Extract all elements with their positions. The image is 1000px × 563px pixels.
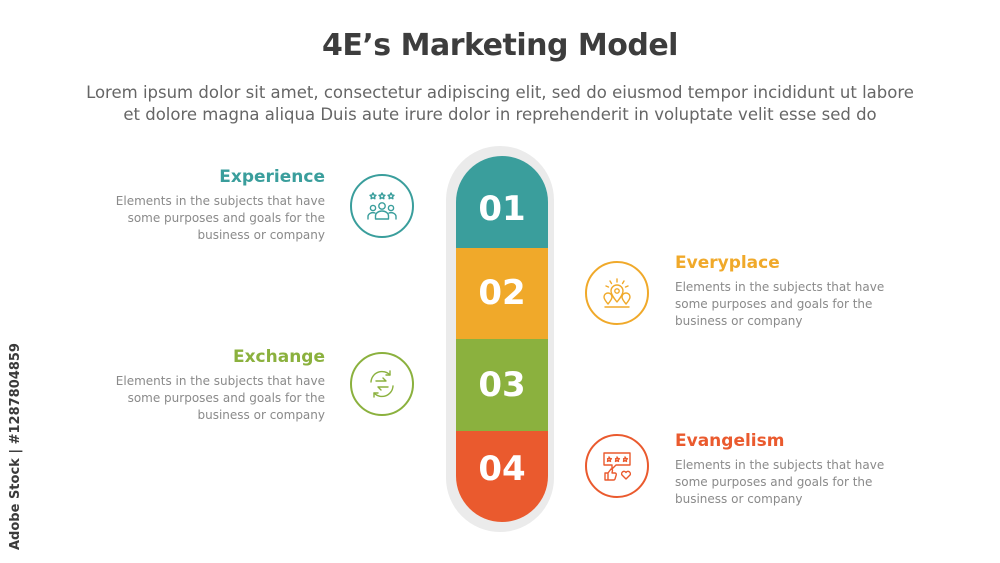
item-title: Experience <box>219 167 325 187</box>
segment-04: 04 <box>456 430 548 522</box>
numbered-pill: 01 02 03 04 <box>456 156 548 522</box>
desc-line: Elements in the subjects that have <box>675 280 885 294</box>
desc-line: business or company <box>675 492 803 506</box>
desc-line: some purposes and goals for the <box>675 297 873 311</box>
people-rating-icon <box>350 174 414 238</box>
item-description: Elements in the subjects that have some … <box>105 193 325 244</box>
desc-line: some purposes and goals for the <box>675 475 873 489</box>
segment-02: 02 <box>456 247 548 339</box>
location-pins-icon <box>585 261 649 325</box>
stock-credit: Adobe Stock | #1287804859 <box>8 320 23 550</box>
segment-number: 03 <box>478 364 526 405</box>
review-feedback-icon <box>585 434 649 498</box>
stock-credit-text: Adobe Stock | #1287804859 <box>8 343 23 550</box>
exchange-arrows-icon <box>350 352 414 416</box>
desc-line: business or company <box>675 314 803 328</box>
desc-line: business or company <box>197 228 325 242</box>
desc-line: Elements in the subjects that have <box>115 374 325 388</box>
item-title: Exchange <box>232 347 325 367</box>
item-description: Elements in the subjects that have some … <box>105 373 325 424</box>
page-subtitle: Lorem ipsum dolor sit amet, consectetur … <box>40 82 960 126</box>
segment-01: 01 <box>456 156 548 248</box>
segment-number: 02 <box>478 273 526 314</box>
desc-line: Elements in the subjects that have <box>115 194 325 208</box>
desc-line: business or company <box>197 408 325 422</box>
segment-03: 03 <box>456 339 548 431</box>
subtitle-line-1: Lorem ipsum dolor sit amet, consectetur … <box>86 83 914 102</box>
desc-line: some purposes and goals for the <box>127 391 325 405</box>
item-title: Evangelism <box>675 431 785 451</box>
desc-line: Elements in the subjects that have <box>675 458 885 472</box>
page-title: 4E’s Marketing Model <box>322 28 678 63</box>
segment-number: 01 <box>478 188 526 229</box>
segment-number: 04 <box>478 449 526 490</box>
desc-line: some purposes and goals for the <box>127 211 325 225</box>
item-title: Everyplace <box>675 253 780 273</box>
item-description: Elements in the subjects that have some … <box>675 279 895 330</box>
subtitle-line-2: et dolore magna aliqua Duis aute irure d… <box>123 105 877 124</box>
item-description: Elements in the subjects that have some … <box>675 457 895 508</box>
